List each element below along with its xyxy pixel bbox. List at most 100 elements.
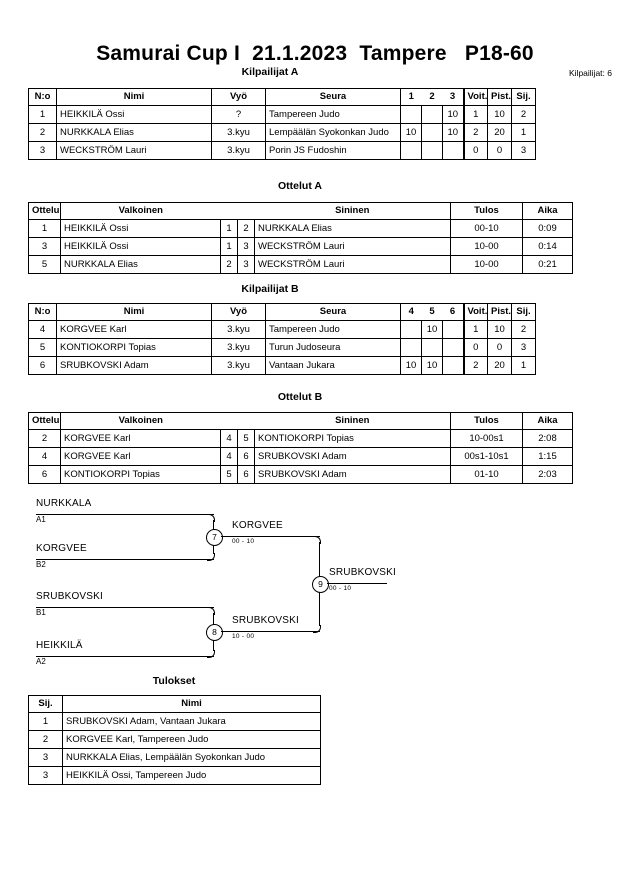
elimination-bracket: NURKKALA A1 KORGVEE B2 7 KORGVEE 00 - 10…: [0, 495, 630, 680]
cell-seura: Tampereen Judo: [265, 320, 401, 339]
table-pool-a: N:o Nimi Vyö Seura 1 2 3 Voit. Pist. Sij…: [28, 88, 536, 160]
cell-vyo: 3.kyu: [211, 320, 266, 339]
cell-vyo: 3.kyu: [211, 338, 266, 357]
cell-sij: 1: [511, 123, 536, 142]
table-row: 6 KONTIOKORPI Topias 5 6 SRUBKOVSKI Adam…: [28, 465, 573, 484]
section-caption-matches-a: Ottelut A: [278, 180, 322, 192]
cell-ottelu: 4: [28, 447, 61, 466]
bracket-entry-name: SRUBKOVSKI: [36, 591, 104, 602]
cell-sij: 2: [28, 730, 63, 749]
cell-nimi: HEIKKILÄ Ossi, Tampereen Judo: [62, 766, 321, 785]
col-voit: Voit.: [462, 303, 488, 321]
cell-white-number: 4: [220, 429, 238, 448]
entrants-count: Kilpailijat: 6: [569, 68, 612, 78]
bracket-entry-name: KORGVEE: [36, 543, 87, 554]
cell-no: 1: [28, 105, 57, 124]
bracket-corner: [313, 536, 321, 544]
cell-pist: 10: [487, 320, 512, 339]
cell-round-4: [400, 320, 422, 339]
cell-tulos: 10-00s1: [450, 429, 523, 448]
col-white-number: [220, 412, 238, 430]
table-row: 6 SRUBKOVSKI Adam 3.kyu Vantaan Jukara 1…: [28, 356, 536, 375]
cell-sininen: WECKSTRÖM Lauri: [254, 237, 451, 256]
col-valkoinen: Valkoinen: [60, 202, 221, 220]
cell-pist: 20: [487, 356, 512, 375]
table-row: 4 KORGVEE Karl 3.kyu Tampereen Judo 10 1…: [28, 320, 536, 339]
cell-round-5: [421, 338, 443, 357]
col-no: N:o: [28, 303, 57, 321]
table-row: 3 HEIKKILÄ Ossi 1 3 WECKSTRÖM Lauri 10-0…: [28, 237, 573, 256]
cell-aika: 2:03: [522, 465, 573, 484]
bracket-entry-seed: B2: [36, 560, 46, 569]
col-pist: Pist.: [487, 303, 512, 321]
table-row: 2 KORGVEE Karl 4 5 KONTIOKORPI Topias 10…: [28, 429, 573, 448]
bracket-champion-name: SRUBKOVSKI: [329, 567, 397, 578]
cell-blue-number: 6: [237, 447, 255, 466]
table-row: 2 NURKKALA Elias 3.kyu Lempäälän Syokonk…: [28, 123, 536, 142]
cell-white-number: 5: [220, 465, 238, 484]
cell-blue-number: 3: [237, 237, 255, 256]
col-voit: Voit.: [462, 88, 488, 106]
bracket-match-node-8: 8: [206, 624, 223, 641]
cell-aika: 0:21: [522, 255, 573, 274]
cell-valkoinen: KONTIOKORPI Topias: [60, 465, 221, 484]
bracket-match-score: 00 - 10: [329, 585, 352, 592]
cell-valkoinen: HEIKKILÄ Ossi: [60, 219, 221, 238]
cell-valkoinen: NURKKALA Elias: [60, 255, 221, 274]
cell-seura: Tampereen Judo: [265, 105, 401, 124]
cell-no: 3: [28, 141, 57, 160]
cell-seura: Turun Judoseura: [265, 338, 401, 357]
col-round-6: 6: [442, 303, 464, 321]
col-tulos: Tulos: [450, 202, 523, 220]
table-pool-b: N:o Nimi Vyö Seura 4 5 6 Voit. Pist. Sij…: [28, 303, 536, 375]
cell-white-number: 4: [220, 447, 238, 466]
cell-round-4: 10: [400, 356, 422, 375]
bracket-line-top-2: [36, 607, 214, 608]
cell-nimi: KORGVEE Karl: [56, 320, 212, 339]
cell-pist: 20: [487, 123, 512, 142]
cell-sij: 3: [511, 338, 536, 357]
cell-no: 4: [28, 320, 57, 339]
cell-tulos: 01-10: [450, 465, 523, 484]
col-valkoinen: Valkoinen: [60, 412, 221, 430]
cell-round-4: [400, 338, 422, 357]
cell-voit: 0: [462, 338, 488, 357]
cell-tulos: 00-10: [450, 219, 523, 238]
bracket-match-score: 00 - 10: [232, 538, 255, 545]
cell-tulos: 10-00: [450, 237, 523, 256]
cell-white-number: 1: [220, 219, 238, 238]
cell-sij: 1: [28, 712, 63, 731]
cell-round-1: 10: [400, 123, 422, 142]
section-caption-pool-b: Kilpailijat B: [241, 283, 299, 295]
bracket-corner: [207, 650, 215, 658]
col-blue-number: [237, 412, 255, 430]
col-aika: Aika: [522, 412, 573, 430]
cell-white-number: 2: [220, 255, 238, 274]
cell-ottelu: 6: [28, 465, 61, 484]
table-row: 5 NURKKALA Elias 2 3 WECKSTRÖM Lauri 10-…: [28, 255, 573, 274]
cell-valkoinen: HEIKKILÄ Ossi: [60, 237, 221, 256]
col-seura: Seura: [265, 303, 401, 321]
cell-aika: 2:08: [522, 429, 573, 448]
bracket-line-champion: [327, 583, 387, 584]
section-caption-matches-b: Ottelut B: [277, 391, 323, 403]
table-row: 3 HEIKKILÄ Ossi, Tampereen Judo: [28, 766, 321, 785]
col-sij: Sij.: [511, 303, 536, 321]
table-header-row: N:o Nimi Vyö Seura 4 5 6 Voit. Pist. Sij…: [28, 303, 536, 321]
table-header-row: Sij. Nimi: [28, 695, 321, 713]
cell-ottelu: 3: [28, 237, 61, 256]
cell-sininen: SRUBKOVSKI Adam: [254, 465, 451, 484]
col-nimi: Nimi: [56, 88, 212, 106]
cell-sininen: SRUBKOVSKI Adam: [254, 447, 451, 466]
col-blue-number: [237, 202, 255, 220]
cell-sij: 3: [511, 141, 536, 160]
table-results: Sij. Nimi 1 SRUBKOVSKI Adam, Vantaan Juk…: [28, 695, 321, 785]
bracket-entry-seed: B1: [36, 608, 46, 617]
cell-ottelu: 5: [28, 255, 61, 274]
bracket-line-winner-1: [221, 536, 320, 537]
cell-sininen: NURKKALA Elias: [254, 219, 451, 238]
bracket-corner: [207, 514, 215, 522]
cell-sininen: KONTIOKORPI Topias: [254, 429, 451, 448]
table-row: 1 HEIKKILÄ Ossi 1 2 NURKKALA Elias 00-10…: [28, 219, 573, 238]
